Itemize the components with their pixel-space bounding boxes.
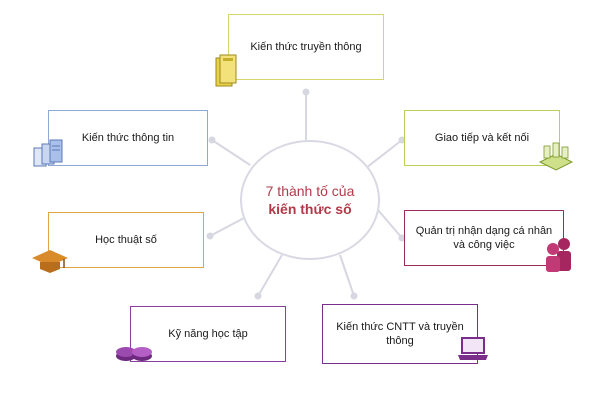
connector-identity	[377, 209, 403, 239]
connector-learning	[257, 254, 283, 297]
center-title-line1: 7 thành tố của	[265, 183, 355, 199]
node-information-literacy: Kiến thức thông tin	[48, 110, 208, 166]
connector-dot-communication	[398, 136, 406, 144]
people-icon	[546, 238, 571, 272]
node-communication-label: Giao tiếp và kết nối	[434, 132, 530, 144]
connector-dot-identity	[398, 234, 406, 242]
center-title-line2: kiến thức số	[268, 201, 352, 217]
graduation-cap-icon	[32, 250, 68, 273]
connector-information	[211, 139, 251, 166]
node-media-literacy: Kiến thức truyền thông	[228, 14, 384, 80]
connector-dot-learning	[254, 292, 262, 300]
node-learning-skills: Kỹ năng học tập	[130, 306, 286, 362]
connector-dot-information	[208, 136, 216, 144]
node-ict-label: Kiến thức CNTT và truyền thông	[336, 321, 464, 347]
node-digital-scholarship: Học thuật số	[48, 212, 204, 268]
node-communication: Giao tiếp và kết nối	[404, 110, 560, 166]
coins-icon	[116, 347, 152, 361]
connector-communication	[365, 139, 403, 169]
node-information-label: Kiến thức thông tin	[81, 132, 175, 144]
node-ict-literacy: Kiến thức CNTT và truyền thông	[322, 304, 478, 364]
documents-icon	[33, 139, 63, 167]
connector-dot-ict	[350, 292, 358, 300]
network-icon	[538, 142, 574, 171]
node-scholarship-label: Học thuật số	[95, 234, 157, 246]
connector-scholarship	[209, 217, 245, 237]
book-icon	[215, 54, 237, 87]
connector-ict	[339, 254, 355, 297]
center-circle: 7 thành tố của kiến thức số	[240, 140, 380, 260]
node-learning-label: Kỹ năng học tập	[168, 328, 248, 340]
node-identity-management: Quản trị nhận dạng cá nhân và công việc	[404, 210, 564, 266]
connector-dot-scholarship	[206, 232, 214, 240]
node-media-label: Kiến thức truyền thông	[250, 41, 362, 53]
laptop-icon	[458, 337, 488, 360]
connector-dot-media	[302, 88, 310, 96]
node-identity-label: Quản trị nhận dạng cá nhân và công việc	[415, 225, 553, 251]
